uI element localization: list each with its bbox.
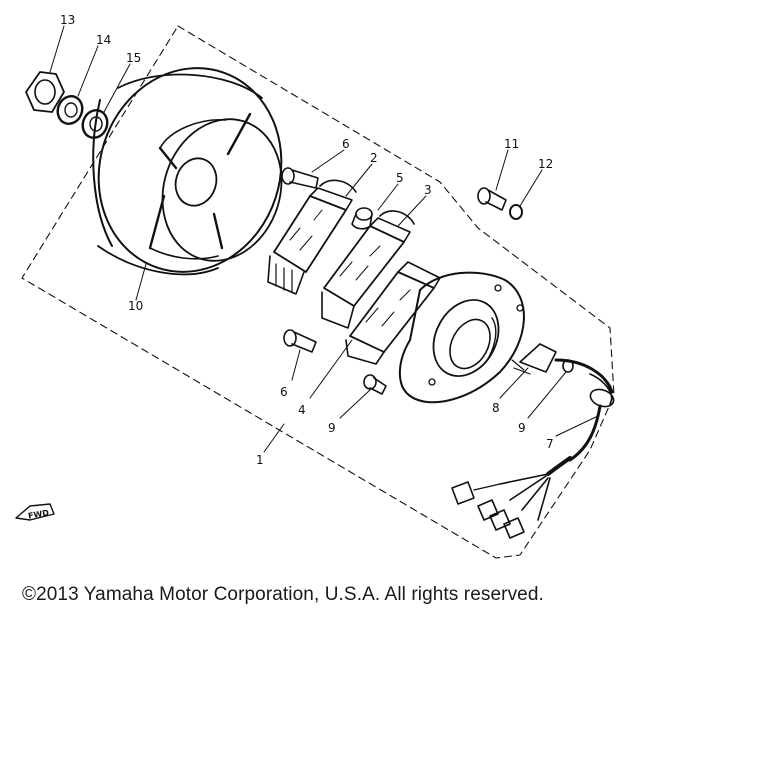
assembly-outline xyxy=(21,25,615,559)
callout-6-upper: 6 xyxy=(342,137,350,151)
nut xyxy=(25,71,65,113)
stator-base-plate xyxy=(398,271,525,404)
fwd-label: FWD xyxy=(27,508,50,521)
screw-upper xyxy=(281,167,319,189)
callout-11: 11 xyxy=(504,137,519,151)
callout-13: 13 xyxy=(60,13,75,27)
callout-9-right: 9 xyxy=(518,421,526,435)
callout-14: 14 xyxy=(96,33,111,47)
callout-5: 5 xyxy=(396,171,404,185)
lock-washer xyxy=(56,95,84,125)
connectors xyxy=(451,481,525,539)
wire-harness xyxy=(499,358,615,521)
fwd-arrow xyxy=(15,503,55,521)
callout-7: 7 xyxy=(546,437,554,451)
callout-4: 4 xyxy=(298,403,306,417)
lead-clamp xyxy=(511,343,557,375)
callout-6-lower: 6 xyxy=(280,385,288,399)
callout-15: 15 xyxy=(126,51,141,65)
callout-2: 2 xyxy=(370,151,378,165)
parts-diagram: 13 14 15 6 2 5 3 11 12 10 6 4 9 8 9 7 1 … xyxy=(15,13,615,559)
plain-washer xyxy=(81,109,109,139)
screw-11 xyxy=(477,187,507,211)
callout-12: 12 xyxy=(538,157,553,171)
copyright-notice: ©2013 Yamaha Motor Corporation, U.S.A. A… xyxy=(22,584,544,605)
coil-2 xyxy=(267,179,357,295)
washer-12 xyxy=(509,204,523,220)
callout-8: 8 xyxy=(492,401,500,415)
coil-3 xyxy=(321,210,415,329)
callout-9-left: 9 xyxy=(328,421,336,435)
callout-3: 3 xyxy=(424,183,432,197)
leader-lines xyxy=(49,25,599,453)
callout-1: 1 xyxy=(256,453,264,467)
coil-4 xyxy=(345,261,441,365)
callout-10: 10 xyxy=(128,299,143,313)
screw-plate xyxy=(363,374,387,395)
screw-lower xyxy=(283,329,317,353)
spacer xyxy=(351,207,373,230)
